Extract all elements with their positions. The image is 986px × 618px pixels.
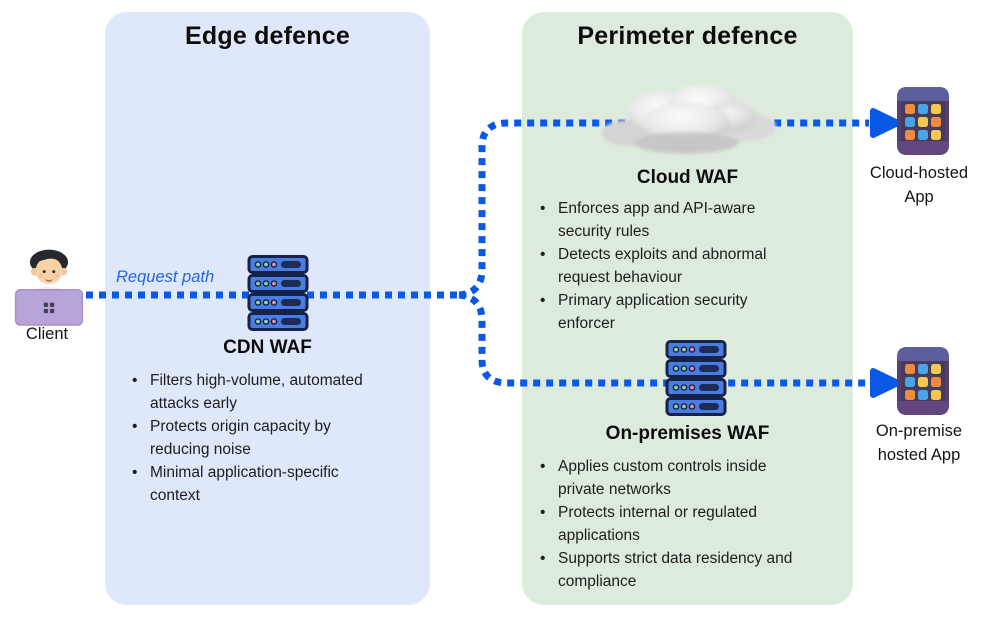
perimeter-defence-title: Perimeter defence (577, 22, 798, 50)
onprem-waf-bullet: Applies custom controls inside private n… (536, 455, 850, 501)
onprem-waf-server-icon (665, 340, 727, 416)
cdn-waf-server-icon (247, 255, 309, 331)
arrowhead-to-cloud-app-icon (870, 108, 901, 138)
request-path-label: Request path (116, 268, 215, 286)
cdn-waf-bullet: Filters high-volume, automated attacks e… (128, 369, 428, 415)
onprem-waf-bullet: Protects internal or regulated applicati… (536, 501, 850, 547)
cloud-waf-bullet: Primary application security enforcer (536, 289, 848, 335)
cloud-waf-bullet: Detects exploits and abnormal request be… (536, 243, 848, 289)
onprem-app-label: On-premise hosted App (875, 422, 963, 464)
cloud-waf-bullet: Enforces app and API-aware security rule… (536, 197, 848, 243)
cdn-waf-bullet-list: Filters high-volume, automated attacks e… (128, 369, 428, 507)
lower-branch-line (458, 291, 869, 387)
arrowhead-to-onprem-app-icon (870, 368, 901, 398)
cloud-app-label: Cloud-hosted App (869, 164, 969, 206)
upper-branch-line (458, 119, 869, 299)
cloud-waf-label: Cloud WAF (636, 167, 739, 188)
onprem-waf-bullet: Supports strict data residency and compl… (536, 547, 850, 593)
cdn-waf-bullet: Protects origin capacity by reducing noi… (128, 415, 428, 461)
onprem-app-icon (897, 347, 949, 415)
cloud-waf-cloud-icon (602, 85, 776, 154)
cdn-waf-bullet: Minimal application-specific context (128, 461, 428, 507)
client-person-laptop-icon (14, 249, 84, 326)
client-label: Client (25, 325, 69, 343)
edge-defence-title: Edge defence (185, 22, 350, 50)
cloud-waf-bullet-list: Enforces app and API-aware security rule… (536, 197, 848, 335)
onprem-waf-bullet-list: Applies custom controls inside private n… (536, 455, 850, 593)
onprem-waf-label: On-premises WAF (605, 423, 770, 444)
cloud-app-icon (897, 87, 949, 155)
cdn-waf-label: CDN WAF (223, 337, 312, 358)
